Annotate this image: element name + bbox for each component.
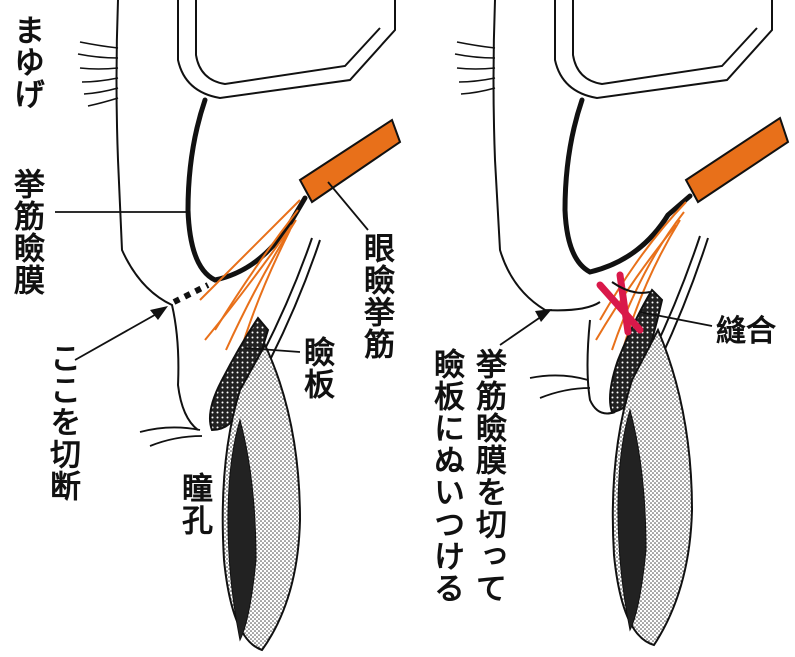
left-cut-arrowhead — [150, 306, 168, 320]
left-orbital-bone-inner — [196, 0, 380, 84]
right-skin-outline — [494, 0, 601, 310]
right-orbital-bone — [555, 0, 772, 98]
caption-line-1: 挙筋瞼膜を切って — [470, 348, 506, 604]
label-suture: 縫合 — [716, 306, 776, 350]
right-orbital-bone-inner — [573, 0, 757, 84]
right-eyebrow-hairs — [455, 42, 495, 94]
label-levator-muscle: 眼瞼挙筋 — [358, 232, 394, 360]
label-levator-aponeurosis: 挙筋瞼膜 — [8, 168, 44, 296]
right-eyelashes — [530, 375, 590, 398]
left-panel — [55, 0, 400, 650]
label-pupil: 瞳孔 — [176, 472, 212, 536]
left-orbital-bone — [178, 0, 395, 98]
left-cut-dots — [174, 285, 208, 302]
left-cut-leader — [75, 312, 160, 360]
left-eyebrow-hairs — [78, 42, 118, 106]
right-levator-muscle — [686, 118, 788, 202]
right-levator-aponeurosis — [565, 100, 690, 272]
left-eyelashes — [140, 427, 202, 446]
label-cut-here: ここを切断 — [44, 342, 80, 502]
label-eyebrow: まゆげ — [8, 14, 44, 110]
label-tarsus: 瞼板 — [298, 336, 334, 400]
left-levator-muscle — [300, 120, 400, 202]
caption-line-2: 瞼板にぬいつける — [428, 348, 464, 604]
right-caption-leader — [500, 314, 545, 345]
left-muscle-leader — [328, 182, 368, 230]
